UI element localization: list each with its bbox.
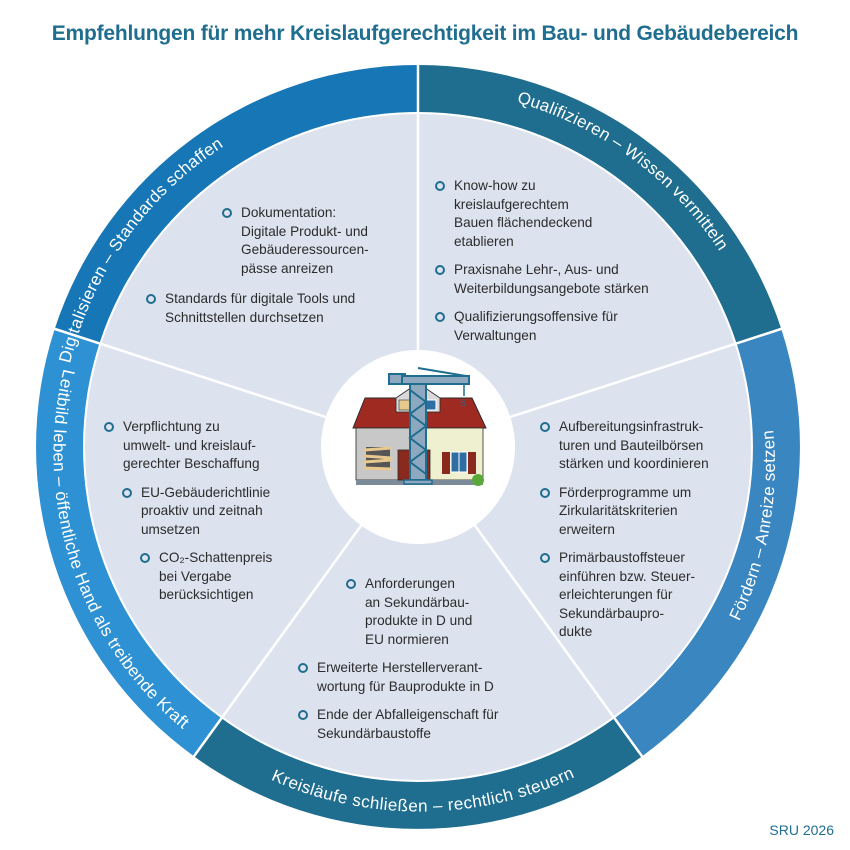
segment-kreislaeufe-content: Anforderungen an Sekundärbau- produkte i… — [298, 575, 558, 753]
list-item: Förderprogramme um Zirkularitätskriterie… — [540, 484, 770, 540]
ring-segment-leitbild — [36, 329, 222, 756]
bullet-icon — [298, 663, 308, 673]
ring-segment-foerdern — [614, 329, 800, 756]
list-item: Aufbereitungsinfrastruk- turen und Baute… — [540, 418, 770, 474]
bullet-icon — [540, 487, 550, 498]
bullet-icon — [346, 579, 356, 589]
list-item: Praxisnahe Lehr-, Aus- und Weiterbildung… — [435, 261, 695, 298]
house-with-crane-icon: S — [352, 367, 487, 486]
list-item: Qualifizierungsoffensive für Verwaltunge… — [435, 308, 695, 345]
bullet-icon — [540, 422, 550, 432]
ring-segment-digitalisieren — [54, 65, 418, 344]
segment-foerdern-content: Aufbereitungsinfrastruk- turen und Baute… — [540, 418, 770, 652]
ring-segment-kreislaeufe — [193, 718, 643, 829]
bullet-icon — [122, 487, 132, 498]
bullet-icon — [104, 422, 114, 432]
list-item: Standards für digitale Tools und Schnitt… — [146, 290, 406, 327]
list-item: CO₂-Schattenpreis bei Vergabe berücksich… — [140, 549, 324, 605]
list-item: Know-how zu kreislaufgerechtem Bauen flä… — [435, 177, 695, 251]
list-item: Dokumentation: Digitale Produkt- und Geb… — [222, 204, 406, 278]
bullet-icon — [146, 294, 156, 304]
list-item: Verpflichtung zu umwelt- und kreislauf- … — [104, 418, 324, 474]
segment-qualifizieren-content: Know-how zu kreislaufgerechtem Bauen flä… — [435, 177, 695, 355]
list-item: EU-Gebäuderichtlinie proaktiv und zeitna… — [122, 484, 324, 540]
ring-segment-qualifizieren — [418, 65, 782, 344]
bullet-icon — [435, 181, 445, 191]
page-title: Empfehlungen für mehr Kreislaufgerechtig… — [51, 22, 799, 45]
list-item: Primärbaustoffsteuer einführen bzw. Steu… — [540, 549, 770, 642]
svg-text:S: S — [460, 398, 466, 408]
source-label: SRU 2026 — [769, 822, 834, 838]
bullet-icon — [435, 265, 445, 275]
list-item: Ende der Abfalleigenschaft für Sekundärb… — [298, 706, 558, 743]
bullet-icon — [140, 553, 150, 563]
bullet-icon — [540, 553, 550, 563]
segment-leitbild-content: Verpflichtung zu umwelt- und kreislauf- … — [104, 418, 324, 615]
bullet-icon — [222, 208, 232, 218]
bullet-icon — [435, 312, 445, 322]
segment-digitalisieren-content: Dokumentation: Digitale Produkt- und Geb… — [146, 204, 406, 337]
list-item: Anforderungen an Sekundärbau- produkte i… — [346, 575, 558, 649]
bullet-icon — [298, 710, 308, 720]
list-item: Erweiterte Herstellerverant- wortung für… — [298, 659, 558, 696]
